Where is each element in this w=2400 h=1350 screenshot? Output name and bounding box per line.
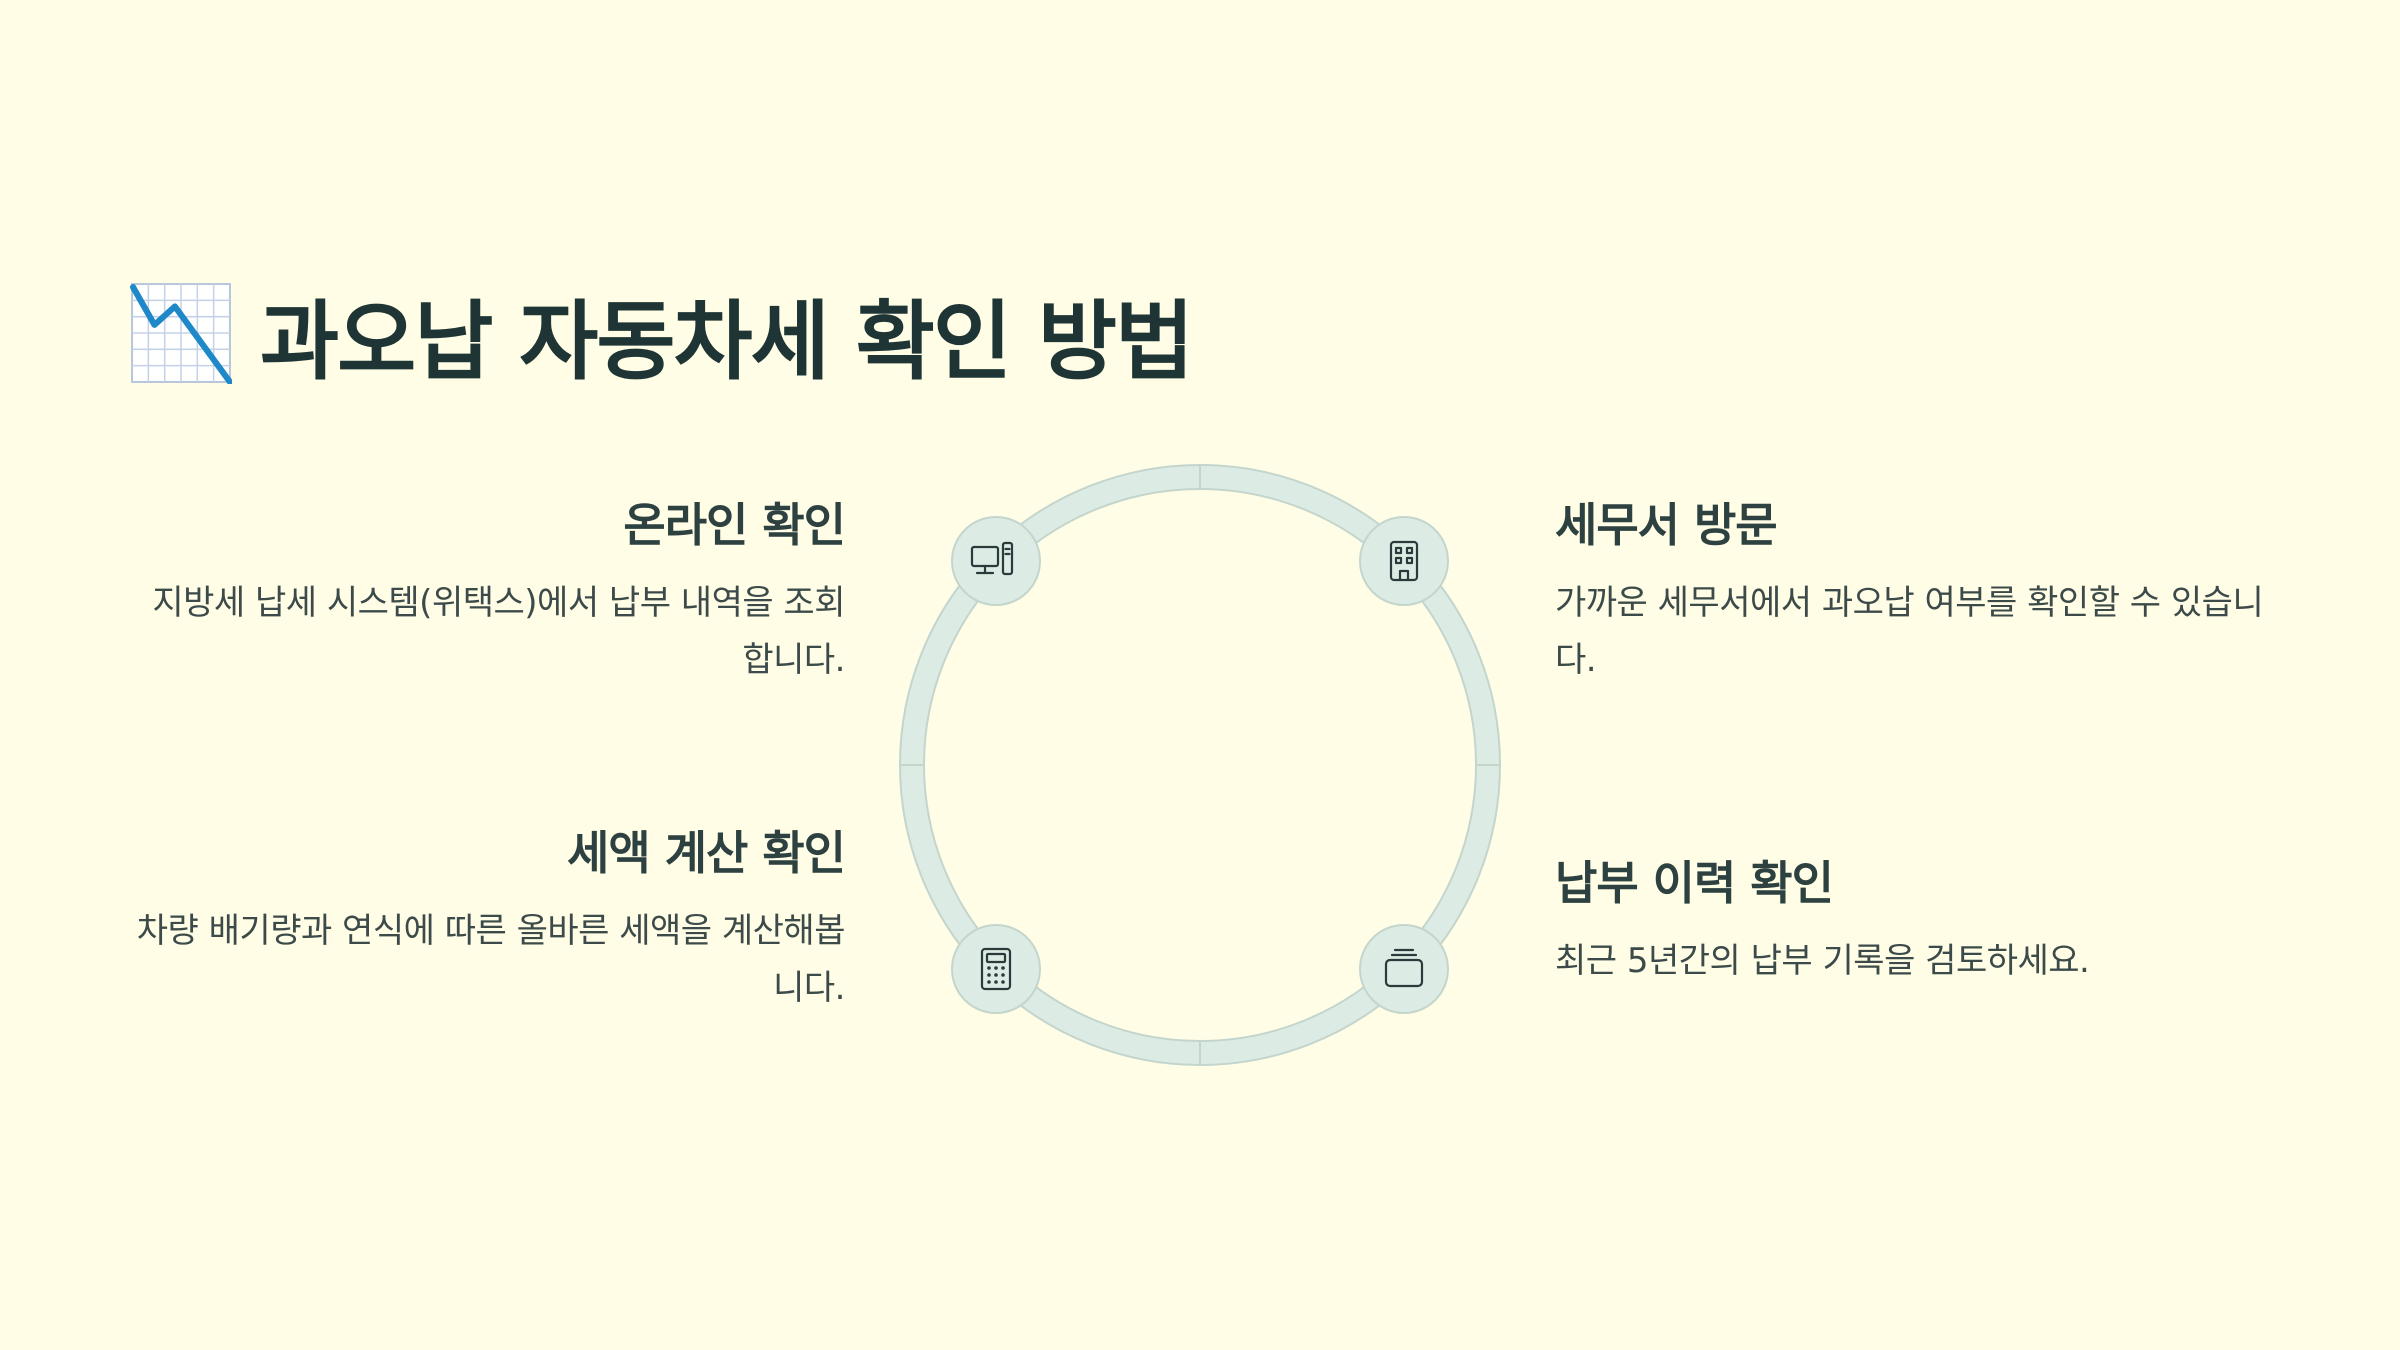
step-description: 차량 배기량과 연식에 따른 올바른 세액을 계산해봅니다. [136,911,846,1009]
title-row: 과오납 자동차세 확인 방법 [130,278,1194,392]
step-description: 가까운 세무서에서 과오납 여부를 확인할 수 있습니다. [1555,583,2264,681]
step-title: 온라인 확인 [623,498,846,552]
step-title: 세무서 방문 [1555,498,1778,552]
building-icon [1389,540,1419,582]
node-online [951,516,1041,606]
node-calculation [951,924,1041,1014]
step-title: 납부 이력 확인 [1555,856,1834,910]
step-description: 최근 5년간의 납부 기록을 검토하세요. [1555,941,2090,982]
page-title: 과오납 자동차세 확인 방법 [260,291,1194,392]
step-tax-office-visit: 세무서 방문 가까운 세무서에서 과오납 여부를 확인할 수 있습니다. [1555,498,2275,689]
step-tax-calculation: 세액 계산 확인 차량 배기량과 연식에 따른 올바른 세액을 계산해봅니다. [125,826,846,1017]
chart-decreasing-icon [130,283,232,384]
node-payment-history [1359,924,1449,1014]
archive-box-icon [1384,948,1424,988]
ring-ticks [900,465,1500,1065]
computer-icon [970,541,1014,576]
step-payment-history: 납부 이력 확인 최근 5년간의 납부 기록을 검토하세요. [1555,856,2275,990]
step-online-check: 온라인 확인 지방세 납세 시스템(위택스)에서 납부 내역을 조회합니다. [125,498,846,689]
node-tax-office [1359,516,1449,606]
calculator-icon [980,947,1012,991]
step-title: 세액 계산 확인 [567,826,846,880]
cycle-diagram [899,464,1501,1066]
step-description: 지방세 납세 시스템(위택스)에서 납부 내역을 조회합니다. [152,583,845,681]
